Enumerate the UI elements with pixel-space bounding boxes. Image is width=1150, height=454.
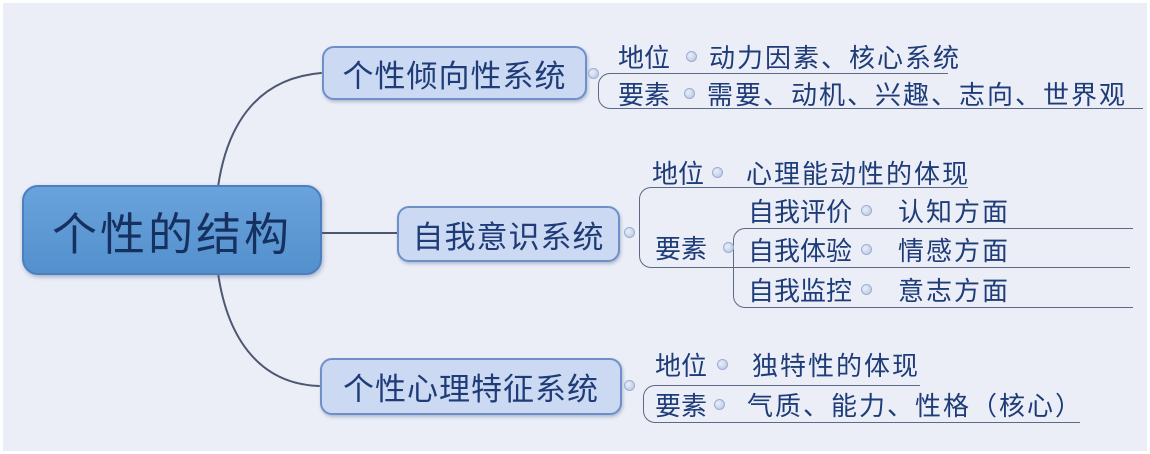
- branch3-node-label: 个性心理特征系统: [343, 372, 599, 407]
- curve-root-to-branch3: [217, 272, 320, 387]
- element-value-label: 意志方面: [898, 276, 1011, 306]
- branch2-element-row-monitoring[interactable]: 自我监控 意志方面: [748, 272, 1010, 306]
- elements-key-label: 要素: [655, 234, 708, 264]
- branch1-node-label: 个性倾向性系统: [342, 58, 567, 94]
- element-key-label: 自我体验: [748, 236, 853, 266]
- collapse-dot-icon[interactable]: [861, 243, 872, 255]
- branch3-node[interactable]: 个性心理特征系统: [320, 358, 622, 415]
- collapse-dot-icon[interactable]: [712, 166, 723, 178]
- branch2-collapse-dot[interactable]: [624, 227, 635, 238]
- elements-key-label: 要素: [618, 80, 671, 110]
- element-value-label: 情感方面: [898, 236, 1011, 266]
- collapse-dot-icon[interactable]: [861, 204, 872, 216]
- collapse-dot-icon[interactable]: [714, 398, 725, 410]
- branch2-elements-outline-inner: [733, 228, 1133, 308]
- branch3-group-outline: [643, 385, 920, 423]
- branch2-node[interactable]: 自我意识系统: [397, 206, 620, 262]
- branch3-status-row[interactable]: 地位 独特性的体现: [655, 347, 920, 381]
- branch3-elements-row[interactable]: 要素 气质、能力、性格（核心）: [655, 387, 1083, 421]
- branch3-collapse-dot[interactable]: [624, 380, 635, 391]
- branch2-elements-outline-outer: [639, 187, 968, 268]
- element-value-label: 认知方面: [898, 197, 1011, 227]
- root-node-label: 个性的结构: [51, 209, 292, 260]
- branch2-underline-extension: [966, 266, 1130, 268]
- branch3-underline-extension: [918, 421, 1080, 423]
- branch1-status-row[interactable]: 地位 动力因素、核心系统: [618, 39, 961, 73]
- collapse-dot-icon[interactable]: [717, 358, 728, 370]
- branch1-collapse-dot[interactable]: [588, 68, 599, 79]
- curve-root-to-branch1: [217, 72, 322, 188]
- status-value-label: 独特性的体现: [752, 351, 921, 381]
- status-key-label: 地位: [652, 159, 705, 189]
- branch1-group-outline: [598, 73, 948, 109]
- status-key-label: 地位: [655, 351, 708, 381]
- branch2-status-row[interactable]: 地位 心理能动性的体现: [652, 155, 970, 189]
- branch2-elements-key-row[interactable]: 要素: [655, 230, 734, 264]
- status-value-label: 动力因素、核心系统: [709, 43, 962, 73]
- branch1-underline-extension: [946, 107, 1143, 109]
- branch2-element-row-experience[interactable]: 自我体验 情感方面: [748, 232, 1010, 266]
- branch1-node[interactable]: 个性倾向性系统: [322, 46, 587, 100]
- collapse-dot-icon[interactable]: [686, 50, 697, 62]
- branch2-node-label: 自我意识系统: [412, 219, 605, 255]
- element-key-label: 自我评价: [748, 197, 853, 227]
- collapse-dot-icon[interactable]: [723, 241, 734, 253]
- element-key-label: 自我监控: [748, 276, 853, 306]
- status-key-label: 地位: [618, 43, 671, 73]
- elements-value-label: 需要、动机、兴趣、志向、世界观: [707, 80, 1128, 110]
- elements-value-label: 气质、能力、性格（核心）: [747, 391, 1084, 421]
- status-value-label: 心理能动性的体现: [746, 159, 971, 189]
- branch2-element-row-evaluation[interactable]: 自我评价 认知方面: [748, 193, 1010, 227]
- collapse-dot-icon[interactable]: [861, 283, 872, 295]
- root-node[interactable]: 个性的结构: [22, 185, 322, 275]
- elements-key-label: 要素: [655, 391, 708, 421]
- branch1-elements-row[interactable]: 要素 需要、动机、兴趣、志向、世界观: [618, 76, 1127, 110]
- collapse-dot-icon[interactable]: [684, 87, 695, 99]
